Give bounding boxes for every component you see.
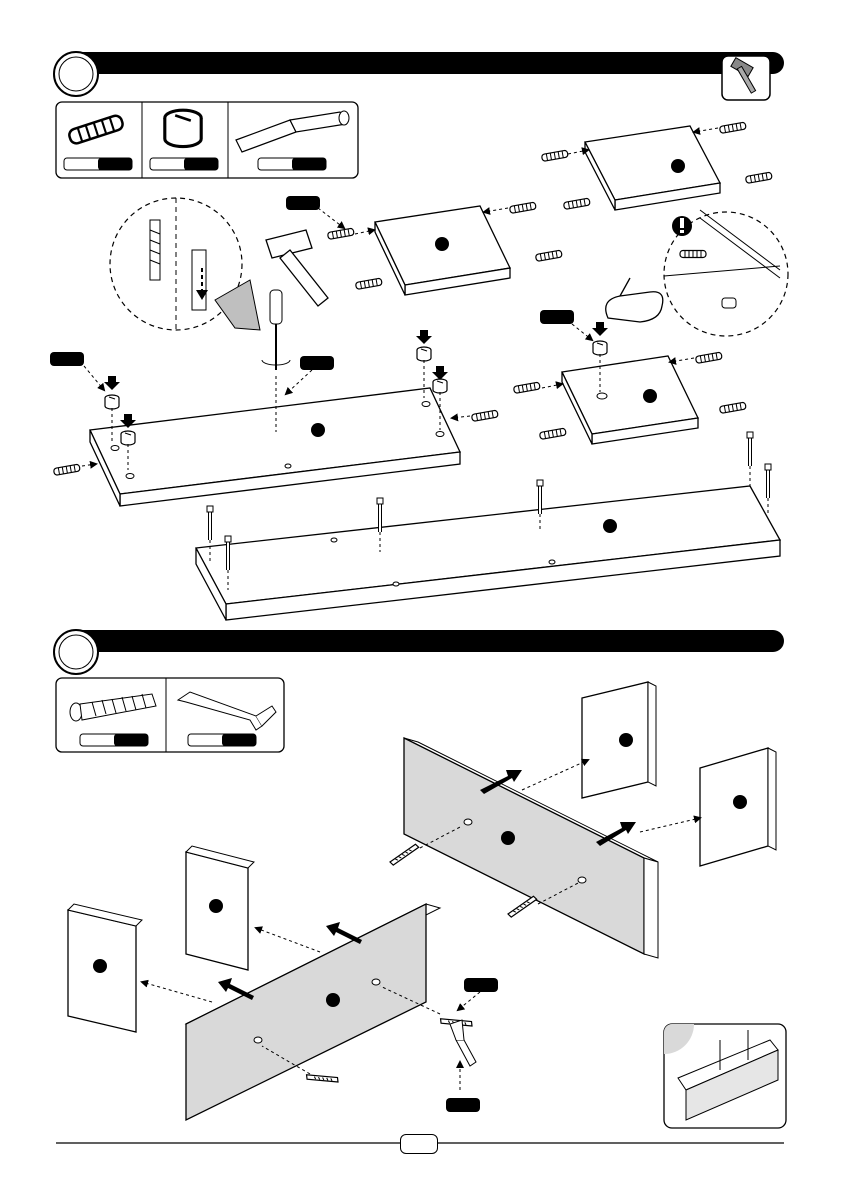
part-label-box xyxy=(446,1098,480,1112)
parts-box-step-1 xyxy=(56,102,358,178)
part-quantity-label-4 xyxy=(80,734,148,746)
page-number-box xyxy=(400,1134,438,1154)
hammer-icon xyxy=(722,56,770,100)
part-quantity-label-1 xyxy=(64,158,132,170)
panel-small-a xyxy=(375,206,510,295)
panel-small-b xyxy=(585,126,720,210)
panel-small-c xyxy=(562,356,698,444)
result-preview-box xyxy=(664,1024,786,1128)
pointing-hand-icon xyxy=(606,278,663,322)
side-panel-4 xyxy=(700,748,776,866)
part-label-box xyxy=(464,978,498,992)
part-label-box xyxy=(286,196,320,210)
screwdriver-icon xyxy=(262,290,290,370)
side-panel-3 xyxy=(582,682,656,798)
part-quantity-label-3 xyxy=(258,158,326,170)
panel-long-top xyxy=(90,388,460,506)
parts-box-step-2 xyxy=(56,678,284,752)
hex-key-illustration xyxy=(450,1020,476,1066)
step-2-header xyxy=(54,630,784,674)
step-1-header xyxy=(54,52,784,96)
detail-circle-cam-bolt xyxy=(110,198,260,330)
part-label-box xyxy=(50,352,84,366)
part-label-box xyxy=(540,310,574,324)
part-quantity-label-5 xyxy=(188,734,256,746)
side-panel-2 xyxy=(186,846,254,970)
cam-lock-part-icon xyxy=(165,110,201,146)
side-panel-1 xyxy=(68,904,142,1032)
part-label-box xyxy=(300,356,334,370)
part-quantity-label-2 xyxy=(150,158,218,170)
exclamation-icon xyxy=(672,216,692,236)
panel-long-bottom xyxy=(196,486,780,620)
